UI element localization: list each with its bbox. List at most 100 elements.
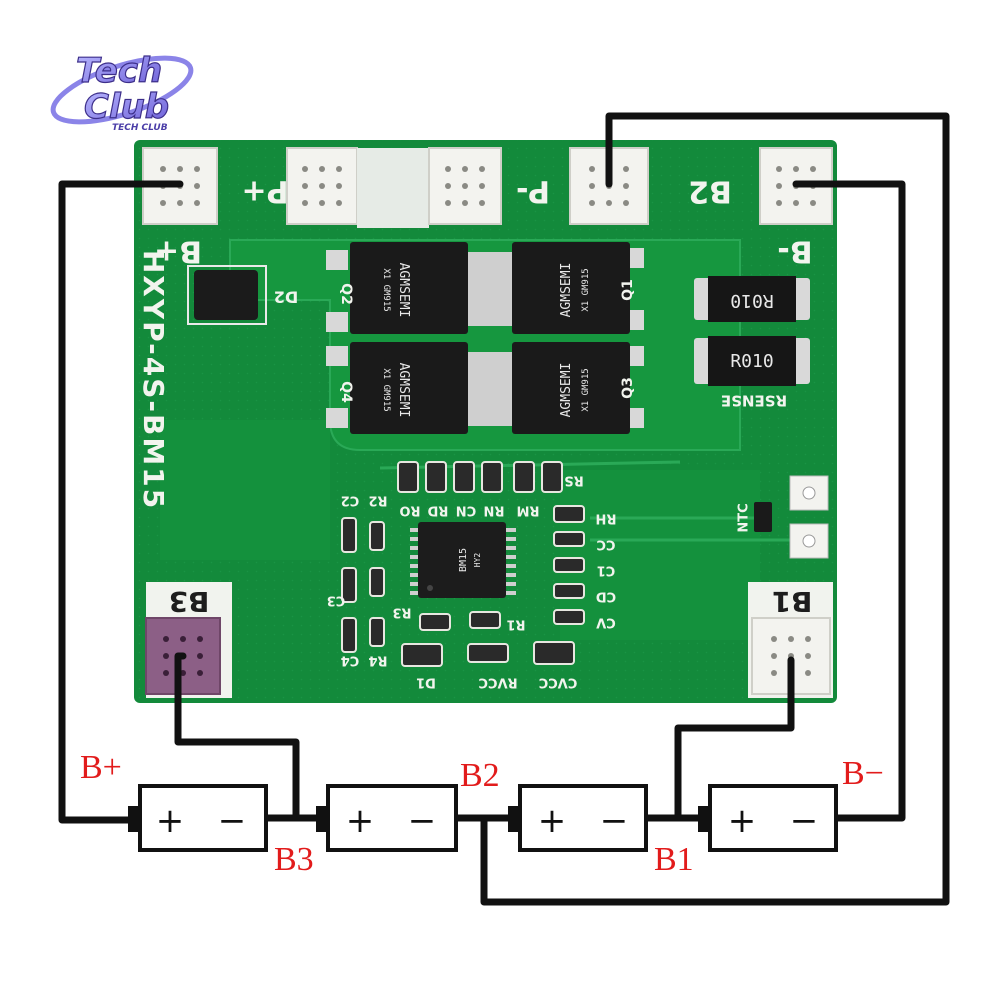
label-cvcc: CVCC xyxy=(539,675,578,690)
pad-hole xyxy=(194,166,200,172)
smd-part xyxy=(341,617,357,653)
ic-pin xyxy=(506,573,516,577)
mosfet-sub: X1 GM915 xyxy=(581,368,591,411)
pad-hole xyxy=(160,166,166,172)
pad-hole xyxy=(180,636,186,642)
ntc-hole xyxy=(802,486,816,500)
pad-hole xyxy=(805,670,811,676)
battery-cell-4: + − xyxy=(698,784,838,852)
pad-hole xyxy=(589,200,595,206)
shunt-resistor-bottom: R010 xyxy=(694,336,810,386)
mosfet-marking: AGMSEMI xyxy=(396,263,411,318)
label-cc: CC xyxy=(596,537,615,552)
label-rvcc: RVCC xyxy=(478,675,517,690)
ic-pin xyxy=(506,546,516,550)
label-rh: RH xyxy=(596,511,617,526)
pad-hole xyxy=(810,200,816,206)
pad-hole xyxy=(336,200,342,206)
wiring xyxy=(58,112,950,906)
label-cd: CD xyxy=(596,589,617,604)
smd-part xyxy=(369,521,385,551)
pad-hole xyxy=(197,653,203,659)
wire-b3 xyxy=(174,652,300,822)
cell-plus-sign: + xyxy=(346,801,375,841)
smd-part xyxy=(419,613,451,631)
cell-plus-sign: + xyxy=(538,801,567,841)
ntc-hole xyxy=(802,534,816,548)
smd-part xyxy=(341,567,357,603)
smd-part xyxy=(553,505,585,523)
wire-b-plus xyxy=(58,180,184,824)
label-q1: Q1 xyxy=(620,279,636,301)
label-rsense: RSENSE xyxy=(721,392,787,410)
logo-line1: Tech xyxy=(76,51,162,91)
ic-pin xyxy=(410,582,420,586)
pad-hole xyxy=(197,670,203,676)
label-c4: C4 xyxy=(341,653,360,668)
mosfet-marking: AGMSEMI xyxy=(396,363,411,418)
mosfet-sub: X1 GM915 xyxy=(381,268,391,311)
diode-d2 xyxy=(194,270,258,320)
pad-hole xyxy=(445,183,451,189)
diode-outline xyxy=(187,265,267,325)
label-r3: R3 xyxy=(392,605,411,620)
mosfet-sub: X1 GM915 xyxy=(581,268,591,311)
smd-part xyxy=(401,643,443,667)
logo-ring xyxy=(50,55,194,125)
pad-hole xyxy=(194,200,200,206)
mosfet-q4: AGMSEMI X1 GM915 xyxy=(326,342,490,434)
label-r1: R1 xyxy=(506,617,525,632)
smd-part xyxy=(369,617,385,647)
pad-hole xyxy=(302,183,308,189)
label-cv: CV xyxy=(596,615,616,630)
smd-part xyxy=(553,583,585,599)
shunt-top-marking: R010 xyxy=(730,290,773,311)
pad-hole xyxy=(163,636,169,642)
smd-part xyxy=(541,461,563,493)
pad-hole xyxy=(788,636,794,642)
smd-part xyxy=(467,643,509,663)
label-q3: Q3 xyxy=(620,377,636,399)
pad-hole xyxy=(445,166,451,172)
pad-bridge xyxy=(357,148,429,228)
pad-b3 xyxy=(145,582,232,698)
copper-pour-left xyxy=(160,420,330,560)
cell-plus-sign: + xyxy=(156,801,185,841)
pad-hole xyxy=(194,183,200,189)
pad-hole xyxy=(776,183,782,189)
smd-part xyxy=(341,517,357,553)
smd-part xyxy=(425,461,447,493)
label-b-plus: B+ xyxy=(154,234,202,269)
battery-cell-2: + − xyxy=(316,784,458,852)
pad-hole xyxy=(776,200,782,206)
ic-pin xyxy=(410,528,420,532)
ic-pin xyxy=(410,564,420,568)
pad-hole xyxy=(589,183,595,189)
pad-hole xyxy=(793,166,799,172)
ic-pin xyxy=(506,564,516,568)
pad-hole xyxy=(177,200,183,206)
mosfet-q1: AGMSEMI X1 GM915 xyxy=(490,242,644,334)
cell-plus-sign: + xyxy=(728,801,757,841)
pad-hole xyxy=(805,653,811,659)
ic-pin xyxy=(410,555,420,559)
smd-part xyxy=(553,557,585,573)
smd-part xyxy=(533,641,575,665)
tech-club-logo: Tech Club TECH CLUB xyxy=(50,50,194,133)
ic-pin xyxy=(506,555,516,559)
ic-pin xyxy=(506,591,516,595)
label-q4: Q4 xyxy=(338,381,354,403)
ic-pin xyxy=(506,582,516,586)
mosfet-q2: AGMSEMI X1 GM915 xyxy=(326,242,490,334)
pad-hole xyxy=(771,670,777,676)
pad-hole xyxy=(177,166,183,172)
pad-hole xyxy=(623,183,629,189)
ic-pin xyxy=(410,546,420,550)
pad-hole xyxy=(160,200,166,206)
wire-b-minus xyxy=(792,180,906,822)
pad-p-plus xyxy=(286,147,358,225)
smd-part xyxy=(469,611,501,629)
pad-hole xyxy=(336,166,342,172)
shunt-bottom-marking: R010 xyxy=(730,351,773,372)
